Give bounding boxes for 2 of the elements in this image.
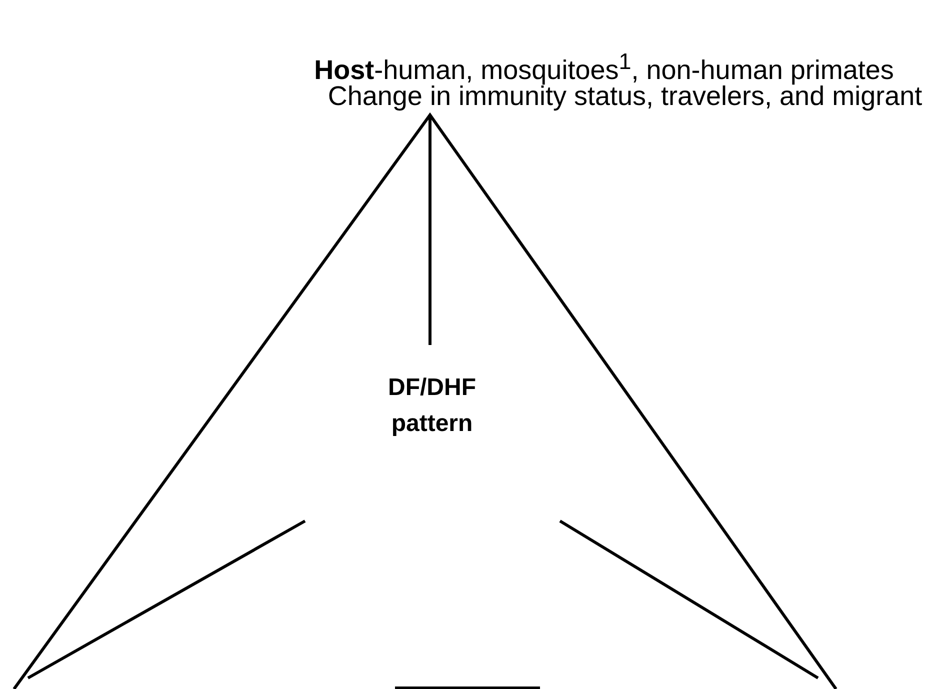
heading-text: Host-human, mosquitoes$^{1}$, non-human primates xyxy=(314,48,894,86)
center-label: DF/DHF pattern xyxy=(387,373,477,439)
